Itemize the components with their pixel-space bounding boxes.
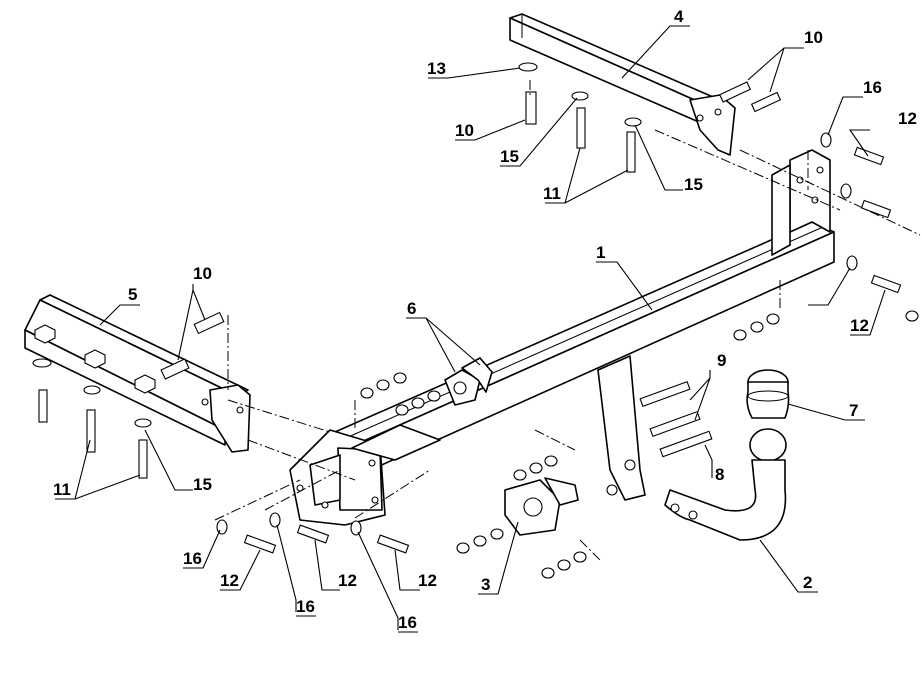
label-part-16-b: 16 — [296, 597, 315, 616]
label-part-10-upper: 10 — [455, 121, 474, 140]
label-part-3: 3 — [481, 575, 490, 594]
left-side-rail — [24, 294, 251, 453]
part-labels: 1 2 3 4 5 6 7 8 9 10 10 10 11 11 12 12 1… — [53, 7, 917, 632]
label-part-15-a: 15 — [500, 147, 519, 166]
label-part-4: 4 — [674, 7, 684, 26]
label-part-16-a: 16 — [183, 549, 202, 568]
hitch-mounting-plate — [597, 355, 646, 501]
label-part-7: 7 — [849, 401, 858, 420]
label-part-16-c: 16 — [398, 613, 417, 632]
label-part-12-d: 12 — [898, 109, 917, 128]
label-underlines — [55, 25, 870, 633]
label-part-11-left: 11 — [53, 480, 71, 499]
label-part-13: 13 — [427, 59, 446, 78]
label-part-15-c: 15 — [193, 475, 212, 494]
upper-right-rail — [509, 13, 736, 156]
label-part-12-b: 12 — [338, 571, 357, 590]
assembly-lines — [214, 80, 921, 561]
spacer-brackets — [444, 357, 493, 406]
label-part-15-b: 15 — [684, 175, 703, 194]
tow-ball-cover — [746, 369, 790, 419]
label-part-1: 1 — [596, 243, 605, 262]
label-part-2: 2 — [803, 573, 812, 592]
label-part-9: 9 — [717, 351, 726, 370]
label-part-8: 8 — [715, 465, 724, 484]
label-part-12-e: 12 — [850, 316, 869, 335]
hardware-bolts — [38, 81, 902, 554]
label-part-12-c: 12 — [418, 571, 437, 590]
socket-plate — [504, 477, 579, 536]
hardware-washers-nuts — [32, 62, 919, 579]
label-part-11-upper: 11 — [543, 184, 561, 203]
label-part-12-a: 12 — [220, 571, 239, 590]
label-part-10-upper-right: 10 — [804, 28, 823, 47]
detachable-tow-ball — [664, 428, 787, 541]
label-part-6: 6 — [407, 299, 416, 318]
label-part-10-left: 10 — [193, 264, 212, 283]
label-part-16-d: 16 — [863, 78, 882, 97]
label-part-5: 5 — [128, 285, 137, 304]
